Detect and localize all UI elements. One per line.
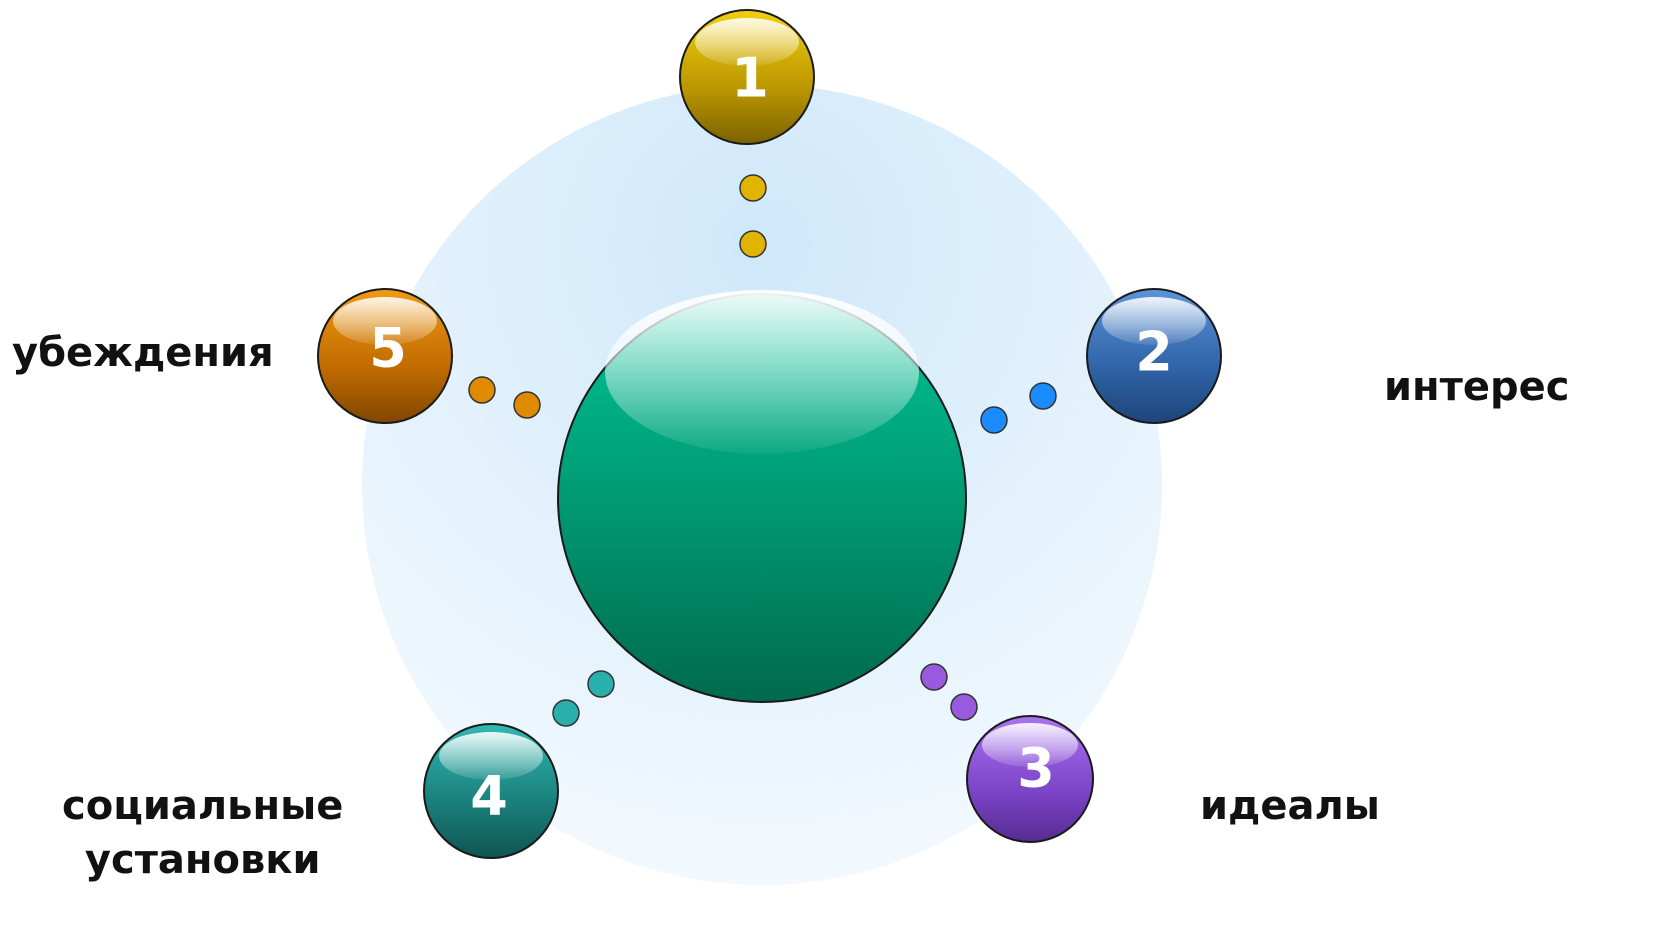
node-sphere-5: 5 — [317, 288, 453, 424]
center-sphere-highlight — [605, 290, 919, 454]
label-line: установки — [84, 837, 321, 883]
connector-dots-3 — [920, 663, 978, 721]
label-node-2: интерес — [1384, 360, 1569, 414]
node-number-4: 4 — [470, 765, 508, 828]
connector-dot — [739, 230, 767, 258]
connector-dots-5 — [468, 376, 541, 419]
label-line: идеалы — [1200, 783, 1380, 829]
connector-dot — [950, 693, 978, 721]
connector-dot — [552, 699, 580, 727]
node-number-5: 5 — [369, 317, 407, 380]
connector-dot — [920, 663, 948, 691]
connector-dot — [513, 391, 541, 419]
connector-dots-4 — [552, 670, 615, 727]
label-line: убеждения — [12, 330, 274, 376]
connector-dot — [468, 376, 496, 404]
node-sphere-4: 4 — [423, 723, 559, 859]
node-sphere-1: 1 — [679, 9, 815, 145]
connector-dot — [1029, 382, 1057, 410]
connector-dot — [739, 174, 767, 202]
label-node-3: идеалы — [1200, 779, 1380, 833]
node-number-1: 1 — [731, 47, 769, 110]
label-node-5: убеждения — [12, 326, 274, 380]
node-number-2: 2 — [1135, 321, 1173, 384]
node-number-3: 3 — [1017, 737, 1055, 800]
center-sphere — [557, 290, 967, 703]
label-line: социальные — [62, 783, 344, 829]
node-sphere-3: 3 — [966, 715, 1094, 843]
node-sphere-2: 2 — [1086, 288, 1222, 424]
connector-dot — [587, 670, 615, 698]
label-node-4: социальные установки — [62, 779, 343, 887]
label-line: интерес — [1384, 364, 1570, 410]
connector-dots-2 — [980, 382, 1057, 434]
connector-dot — [980, 406, 1008, 434]
connector-dots-1 — [739, 174, 767, 258]
